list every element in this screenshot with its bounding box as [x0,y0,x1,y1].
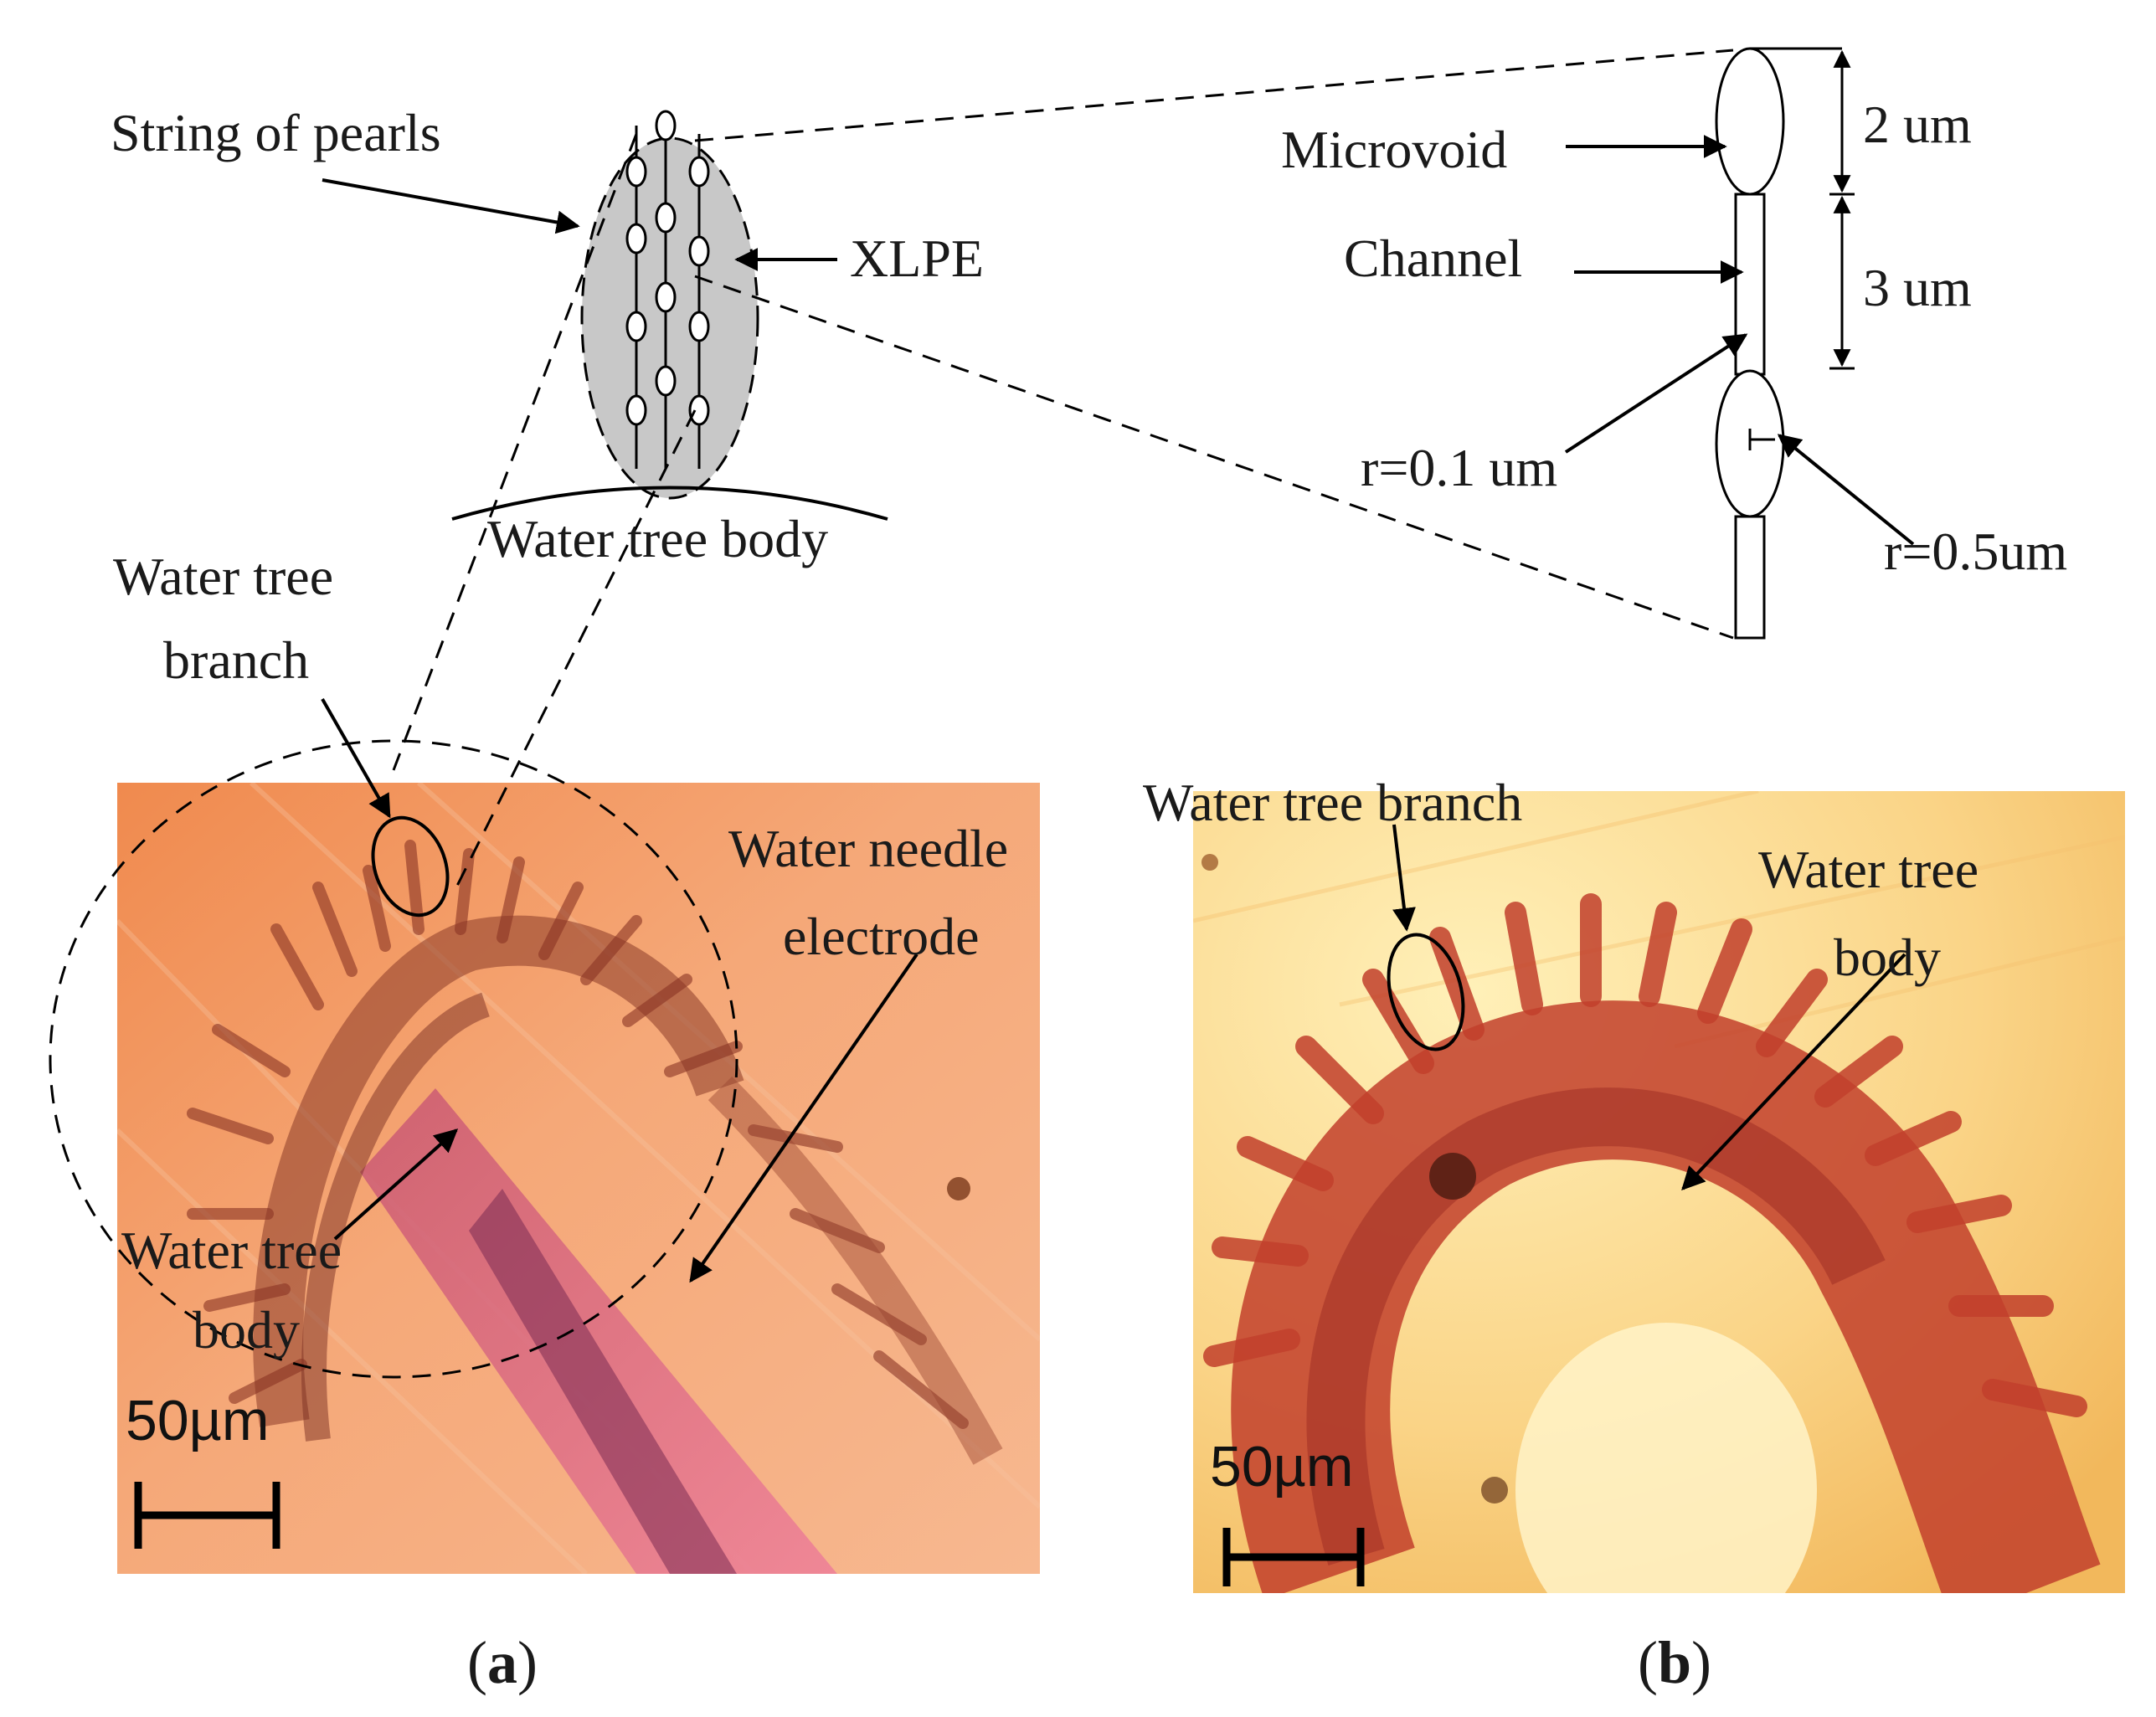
string-of-pearls-label: String of pearls [111,103,441,162]
scale-bar-a [134,1482,280,1549]
body-label-b-line1: Water tree [1758,840,1978,899]
caption-a: (a) [467,1629,538,1696]
branch-label-a-line2: branch [163,630,309,690]
annotation-arrows [321,135,1915,1283]
scale-label-b: 50µm [1210,1435,1353,1499]
microvoid-label: Microvoid [1281,120,1507,179]
branch-label-a-line1: Water tree [113,547,333,606]
channel-dimension-label: 3 um [1863,258,1972,317]
branch-label-b: Water tree branch [1143,773,1522,832]
micrograph-a [117,783,1040,1574]
body-label-a-line2: body [193,1300,300,1360]
zoom-connectors [49,49,1734,1379]
caption-b: (b) [1638,1629,1711,1696]
scale-bar-b [1222,1528,1365,1586]
needle-label-line1: Water needle [728,819,1008,878]
pearl-string-schematic [451,110,888,521]
void-radius-label: r=0.5um [1884,522,2067,581]
body-label-a-line1: Water tree [121,1221,342,1280]
channel-detail-schematic [1715,47,1855,640]
channel-label: Channel [1344,229,1522,288]
water-tree-body-schematic-label: Water tree body [487,509,828,568]
xlpe-label: XLPE [850,229,984,288]
scale-label-a: 50µm [126,1389,269,1452]
micrograph-b [1193,791,2125,1593]
void-dimension-label: 2 um [1863,95,1972,154]
branch-circle-markers [371,815,1465,1051]
body-label-b-line2: body [1834,928,1941,987]
channel-radius-label: r=0.1 um [1361,438,1557,497]
needle-label-line2: electrode [783,907,980,966]
